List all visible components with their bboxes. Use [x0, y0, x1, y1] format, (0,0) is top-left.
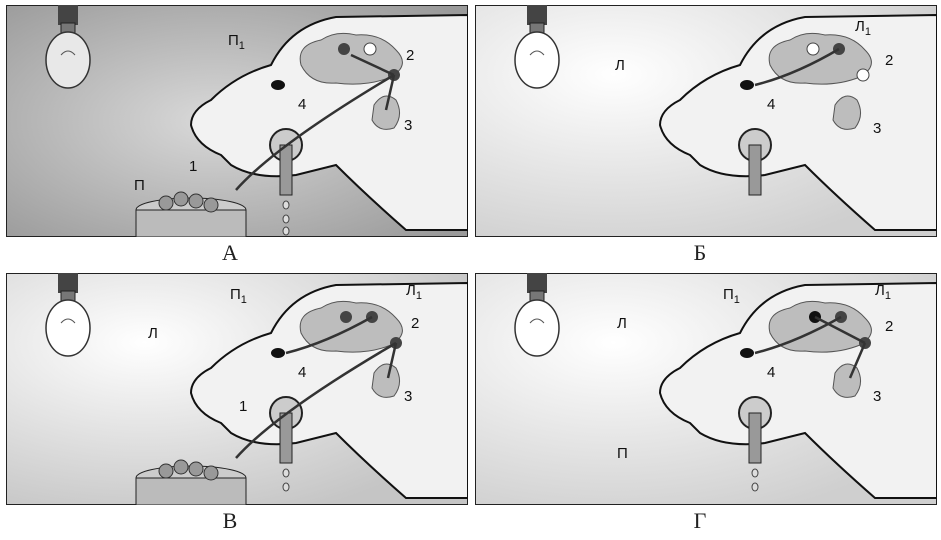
salivary-gland — [371, 95, 400, 130]
nerve-path — [350, 53, 395, 77]
salivary-gland — [371, 363, 400, 398]
panel-a-drawing: П1 2 3 4 1 П — [6, 5, 468, 237]
saliva-tube — [738, 128, 772, 196]
lamp-off-icon — [45, 5, 91, 89]
food-bowl — [135, 459, 247, 505]
saliva-tube — [269, 128, 303, 236]
nerve-path — [384, 74, 396, 111]
panel-v: П1 Л1 Л 2 3 4 1 — [6, 273, 468, 505]
label-2: 2 — [885, 52, 893, 69]
panel-v-drawing: П1 Л1 Л 2 3 4 1 — [6, 273, 468, 505]
caption-v: В — [222, 508, 238, 533]
panel-a: П1 2 3 4 1 П — [6, 5, 468, 237]
label-l-side: Л — [617, 315, 627, 332]
label-4: 4 — [767, 364, 775, 381]
label-1: 1 — [189, 158, 197, 175]
label-1: 1 — [239, 398, 247, 415]
label-4: 4 — [298, 364, 306, 381]
center-p1 — [338, 43, 350, 55]
nerve-path — [814, 315, 866, 345]
panel-g-drawing: П1 Л1 Л П 2 3 4 — [475, 273, 937, 505]
nerve-path — [754, 315, 842, 355]
lamp-on-icon — [514, 5, 560, 89]
center-empty — [806, 42, 820, 56]
dog-eye — [271, 348, 285, 358]
center-empty — [363, 42, 377, 56]
label-4: 4 — [767, 96, 775, 113]
salivary-gland — [832, 95, 861, 130]
label-p-bottom: П — [617, 445, 628, 462]
label-2: 2 — [411, 315, 419, 332]
label-3: 3 — [404, 388, 412, 405]
caption-b: Б — [693, 240, 707, 265]
dog-eye — [740, 348, 754, 358]
label-p1: П1 — [723, 286, 740, 306]
lamp-on-icon — [514, 273, 560, 357]
center-p1 — [340, 311, 352, 323]
label-4: 4 — [298, 96, 306, 113]
label-3: 3 — [873, 388, 881, 405]
label-2: 2 — [885, 318, 893, 335]
label-l-side: Л — [615, 57, 625, 74]
nerve-path — [285, 315, 373, 355]
nerve-path — [235, 341, 397, 459]
label-l1: Л1 — [875, 282, 891, 302]
caption-g: Г — [693, 508, 707, 533]
nerve-path — [754, 47, 840, 87]
nerve-path — [848, 342, 867, 379]
dog-eye — [740, 80, 754, 90]
label-3: 3 — [404, 117, 412, 134]
saliva-tube — [738, 396, 772, 492]
brain — [299, 32, 403, 85]
nerve-path — [235, 73, 395, 191]
lamp-on-icon — [45, 273, 91, 357]
panel-g: П1 Л1 Л П 2 3 4 — [475, 273, 937, 505]
caption-a: А — [222, 240, 238, 265]
label-p1: П1 — [230, 286, 247, 306]
food-bowl — [135, 191, 247, 237]
panel-b-drawing: Л1 Л 2 3 4 — [475, 5, 937, 237]
center-2 — [856, 68, 870, 82]
label-l-side: Л — [148, 325, 158, 342]
panel-b: Л1 Л 2 3 4 — [475, 5, 937, 237]
label-2: 2 — [406, 47, 414, 64]
label-l1: Л1 — [855, 18, 871, 38]
dog-eye — [271, 80, 285, 90]
nerve-path — [386, 342, 398, 379]
label-3: 3 — [873, 120, 881, 137]
label-l1: Л1 — [406, 282, 422, 302]
label-food: П — [134, 177, 145, 194]
label-p1: П1 — [228, 32, 245, 52]
